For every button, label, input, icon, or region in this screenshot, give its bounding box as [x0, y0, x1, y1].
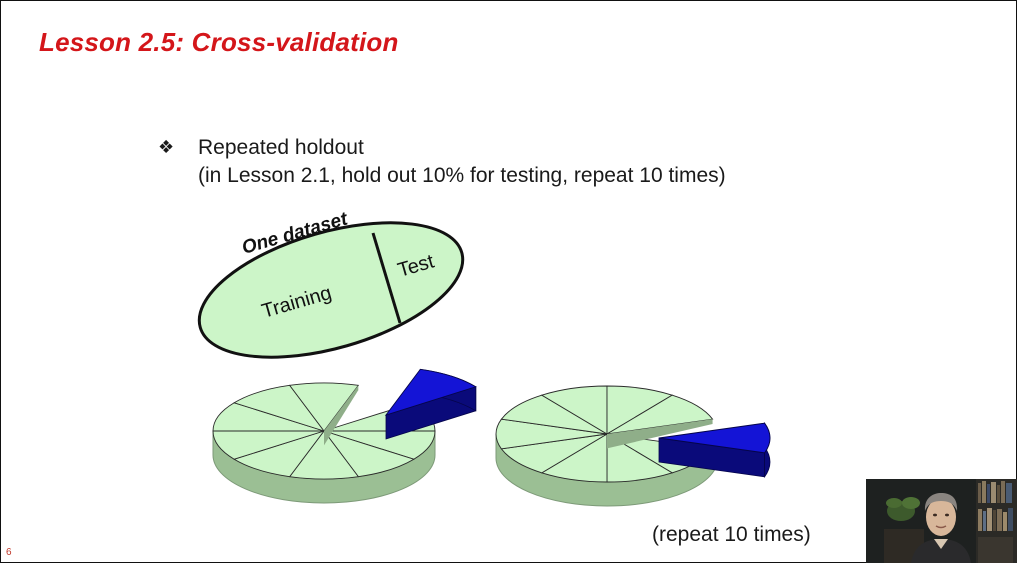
presenter-video-thumbnail: [866, 479, 1017, 563]
dataset-divider: [371, 232, 402, 324]
pie2-slice-9: [606, 394, 714, 435]
pie1-test-slice: [384, 368, 477, 416]
slide-title: Lesson 2.5: Cross-validation: [39, 27, 399, 57]
pie2-cut-wall: [607, 419, 713, 449]
presenter-icon: [866, 479, 1017, 563]
pie1-cut-wall: [324, 385, 359, 446]
slide-number: 6: [6, 547, 12, 558]
bullet-subtext: (in Lesson 2.1, hold out 10% for testing…: [198, 164, 726, 187]
four-diamond-bullet-icon: ❖: [158, 137, 175, 158]
pie2-test-slice: [658, 422, 771, 454]
repeat-label: (repeat 10 times): [652, 523, 811, 546]
bullet-text: Repeated holdout: [198, 136, 364, 159]
pie1-slice-9: [288, 382, 360, 432]
dataset-ellipse: [197, 221, 465, 359]
pie-chart-fold-1: [212, 368, 477, 504]
pie-chart-fold-2: [495, 385, 771, 507]
